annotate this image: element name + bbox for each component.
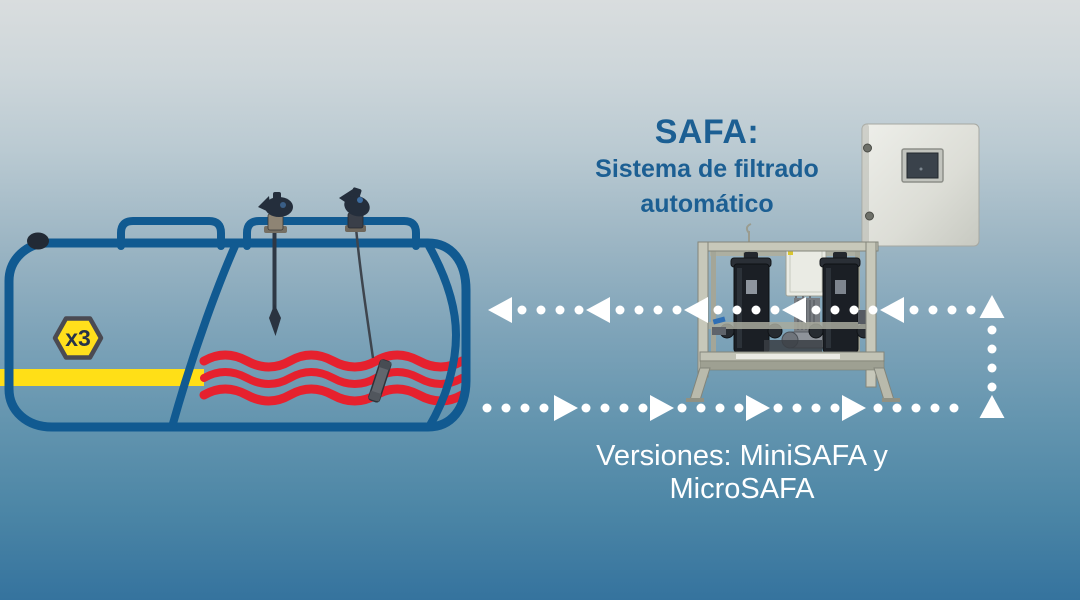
- arrow-right-icon: [650, 395, 674, 421]
- flow-dot: [574, 305, 584, 315]
- flow-dot: [619, 403, 629, 413]
- flow-line-riser-right: [979, 295, 1005, 418]
- flow-dot: [581, 403, 591, 413]
- flow-dot: [732, 305, 742, 315]
- flow-dot: [792, 403, 802, 413]
- flow-dot: [830, 305, 840, 315]
- tank-sludge-waves: [199, 350, 467, 406]
- flow-dot: [892, 403, 902, 413]
- flow-dot: [770, 305, 780, 315]
- flow-dot: [734, 403, 744, 413]
- flow-dot: [987, 382, 997, 392]
- flow-dot: [517, 305, 527, 315]
- flow-dot: [536, 305, 546, 315]
- cabinet-lock-top: [863, 143, 872, 153]
- flow-dot: [555, 305, 565, 315]
- flow-dot: [849, 305, 859, 315]
- flow-dot: [653, 305, 663, 315]
- tank-badge-label: x3: [65, 325, 91, 351]
- arrow-right-icon: [746, 395, 770, 421]
- flow-dot: [930, 403, 940, 413]
- flow-dot: [773, 403, 783, 413]
- arrow-up-icon: [979, 395, 1005, 418]
- flow-dot: [966, 305, 976, 315]
- flow-dot: [987, 344, 997, 354]
- flow-dot: [751, 305, 761, 315]
- level-probe-long: [339, 187, 392, 403]
- flow-line-return-top: [488, 297, 976, 323]
- flow-dot: [987, 363, 997, 373]
- flow-dot: [811, 305, 821, 315]
- arrow-left-icon: [586, 297, 610, 323]
- flow-dot: [634, 305, 644, 315]
- arrow-right-icon: [554, 395, 578, 421]
- flow-dot: [949, 403, 959, 413]
- title-block: SAFA: Sistema de filtrado automático: [507, 112, 907, 222]
- flow-dot: [873, 403, 883, 413]
- flow-dot: [482, 403, 492, 413]
- tank-filler-cap: [27, 232, 49, 250]
- flow-dot: [615, 305, 625, 315]
- filtration-skid-photo: [686, 223, 900, 402]
- fuel-tank-illustration: x3: [0, 187, 471, 432]
- flow-line-supply-bottom: [482, 395, 959, 421]
- flow-dot: [947, 305, 957, 315]
- flow-dot: [638, 403, 648, 413]
- flow-dot: [539, 403, 549, 413]
- flow-dot: [830, 403, 840, 413]
- arrow-left-icon: [880, 297, 904, 323]
- filter-canister-right: [808, 252, 872, 361]
- flow-dot: [600, 403, 610, 413]
- flow-dot: [715, 403, 725, 413]
- flow-dot: [713, 305, 723, 315]
- flow-dot: [501, 403, 511, 413]
- flow-dot: [672, 305, 682, 315]
- tank-outline: [4, 217, 471, 432]
- hmi-screen: [906, 152, 939, 179]
- arrow-up-icon: [979, 295, 1005, 318]
- tank-x3-badge: x3: [52, 316, 104, 360]
- flow-dot: [909, 305, 919, 315]
- flow-dot: [987, 325, 997, 335]
- flow-dot: [696, 403, 706, 413]
- flow-dot: [911, 403, 921, 413]
- tank-level-stripe: [0, 369, 204, 386]
- level-probe-short: [258, 192, 293, 336]
- flow-dot: [868, 305, 878, 315]
- subtitle-line-1: Sistema de filtrado: [595, 155, 819, 183]
- arrow-left-icon: [684, 297, 708, 323]
- versions-caption: Versiones: MiniSAFA y MicroSAFA: [596, 440, 888, 505]
- flow-dot: [520, 403, 530, 413]
- flow-dot: [928, 305, 938, 315]
- arrow-left-icon: [488, 297, 512, 323]
- arrow-right-icon: [842, 395, 866, 421]
- arrow-left-icon: [782, 297, 806, 323]
- control-cabinet-photo: [861, 123, 980, 247]
- subtitle-line-2: automático: [640, 190, 774, 218]
- cabinet-lock-bottom: [865, 211, 874, 221]
- flow-dot: [677, 403, 687, 413]
- flow-dot: [811, 403, 821, 413]
- page-title: SAFA:: [654, 113, 760, 151]
